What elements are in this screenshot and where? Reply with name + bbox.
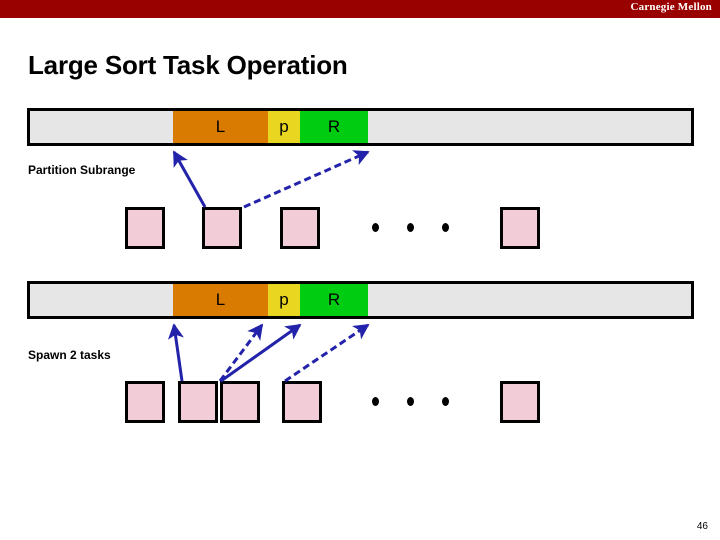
task-box — [500, 381, 540, 423]
ellipsis-dot — [372, 397, 379, 406]
page-title: Large Sort Task Operation — [28, 50, 348, 80]
task-box — [282, 381, 322, 423]
arrow-spawn-left-end — [218, 323, 264, 382]
segment-left-bottom: L — [173, 284, 268, 316]
label-partition-subrange: Partition Subrange — [28, 163, 136, 177]
page-number: 46 — [696, 521, 708, 532]
sort-range-bar-bottom: L p R — [27, 281, 694, 319]
segment-pivot-top: p — [268, 111, 300, 143]
arrow-spawn-right-start — [220, 323, 302, 383]
task-box — [125, 207, 165, 249]
ellipsis-dot — [407, 397, 414, 406]
task-box — [202, 207, 242, 249]
ellipsis-dot — [442, 397, 449, 406]
label-spawn-2-tasks: Spawn 2 tasks — [28, 348, 111, 362]
sort-range-bar-top: L p R — [27, 108, 694, 146]
ellipsis-dot — [372, 223, 379, 232]
segment-right-top: R — [300, 111, 368, 143]
brand-text: Carnegie Mellon — [630, 1, 712, 13]
segment-pivot-bottom: p — [268, 284, 300, 316]
task-box — [500, 207, 540, 249]
task-box — [125, 381, 165, 423]
arrow-spawn-left — [167, 323, 184, 382]
ellipsis-dot — [442, 223, 449, 232]
segment-left-top: L — [173, 111, 268, 143]
ellipsis-dot — [407, 223, 414, 232]
segment-right-bottom: R — [300, 284, 368, 316]
task-box — [280, 207, 320, 249]
task-box — [220, 381, 260, 423]
brand-bar — [0, 0, 720, 18]
arrow-partition-right — [243, 150, 370, 209]
arrow-partition-left — [172, 150, 207, 208]
task-box — [178, 381, 218, 423]
arrow-spawn-right-end — [284, 323, 370, 383]
